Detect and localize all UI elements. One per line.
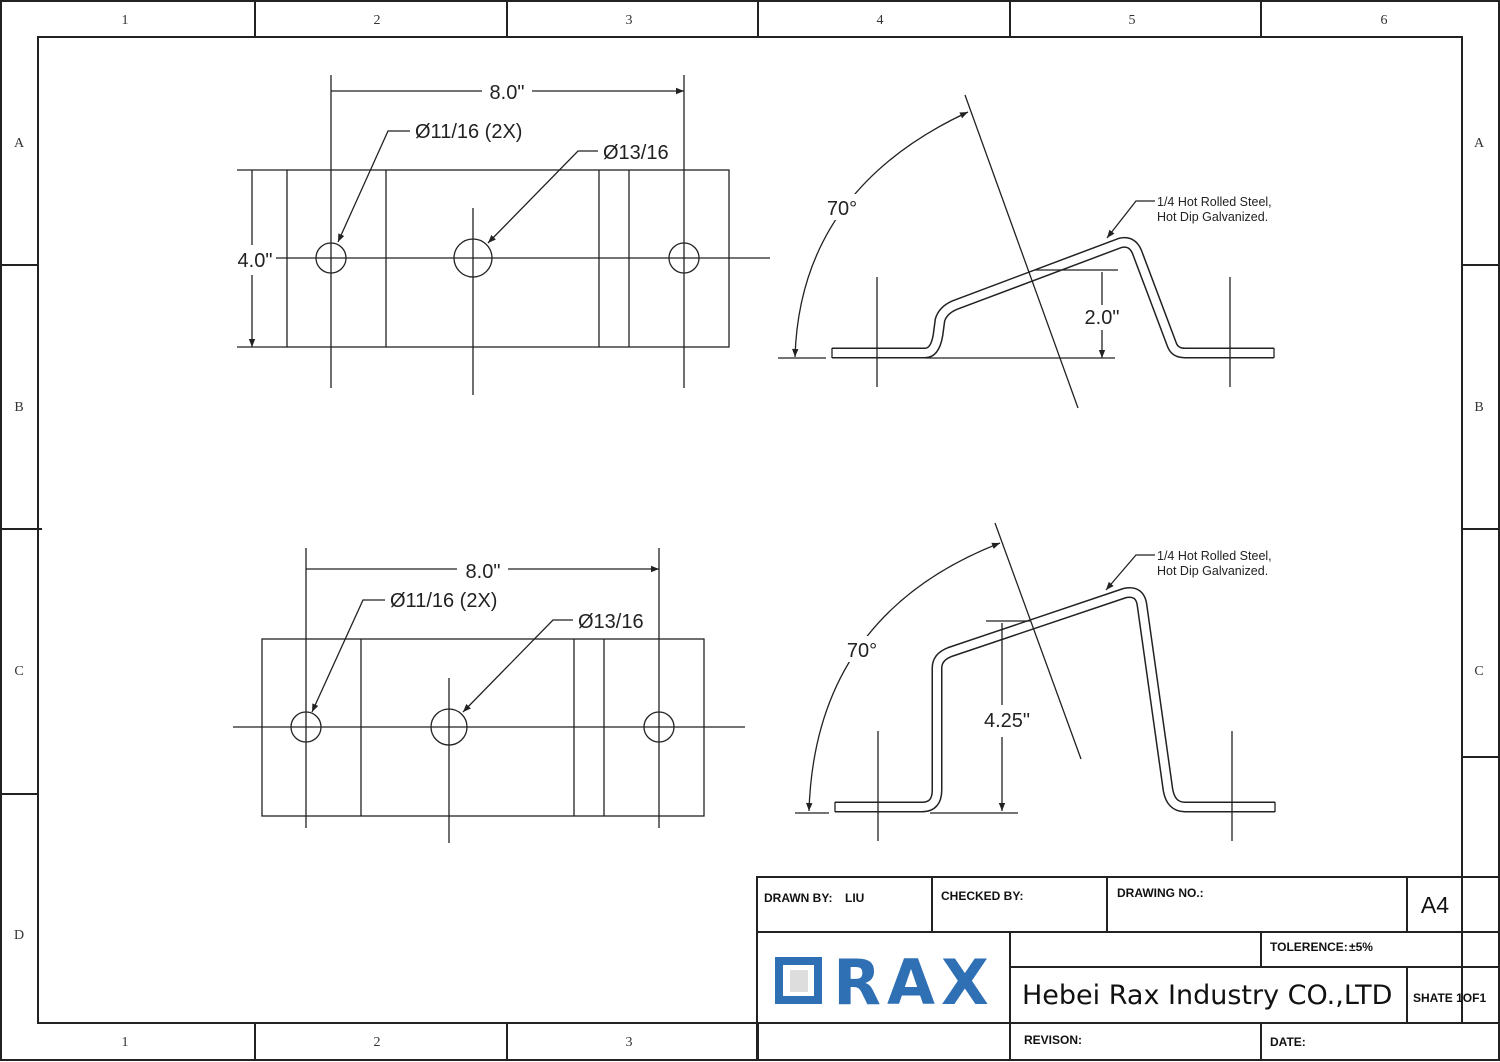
drawing-no-label: DRAWING NO.: [1117, 886, 1204, 900]
col-label: 6 [1381, 13, 1388, 28]
col-label: 1 [122, 1035, 129, 1050]
col-label: 3 [626, 1035, 633, 1050]
length-dimension: 8.0" [490, 82, 525, 104]
row-label: B [1474, 400, 1483, 415]
small-hole-callout: Ø11/16 (2X) [415, 121, 522, 143]
angle-dimension: 70° [847, 640, 877, 662]
row-label: C [1474, 664, 1483, 679]
rax-logo: RAX [775, 946, 995, 1019]
row-label: A [14, 136, 25, 151]
row-label: B [14, 400, 23, 415]
material-note: 1/4 Hot Rolled Steel, [1157, 549, 1272, 563]
title-block: DRAWN BY: LIU CHECKED BY: DRAWING NO.: A… [756, 876, 1500, 1061]
col-label: 3 [626, 13, 633, 28]
row-label: A [1474, 136, 1485, 151]
drawn-by-value: LIU [845, 891, 864, 905]
bottom-side-view: 4.25" 70° 1/4 Hot Rolled Steel, Hot Dip … [795, 522, 1276, 841]
length-dimension: 8.0" [466, 561, 501, 583]
date-label: DATE: [1270, 1035, 1306, 1049]
hole-small [290, 711, 322, 743]
large-hole-callout: Ø13/16 [603, 142, 669, 164]
col-label: 2 [374, 1035, 381, 1050]
top-side-view: 2.0" 70° 1/4 Hot Rolled Steel, Hot Dip G… [778, 94, 1275, 409]
col-label: 2 [374, 13, 381, 28]
material-note: Hot Dip Galvanized. [1157, 564, 1268, 578]
hole-small [643, 711, 675, 743]
hole-large [430, 708, 468, 746]
tolerance-value: ±5% [1349, 940, 1373, 954]
sheet-size: A4 [1421, 892, 1449, 918]
tolerance-label: TOLERENCE: [1270, 940, 1348, 954]
bottom-plan-view: 8.0" Ø11/16 (2X) Ø13/16 [233, 548, 745, 843]
grid-labels: 1 2 3 4 5 6 1 2 3 A B C D A B C [14, 13, 1485, 1050]
col-label: 1 [122, 13, 129, 28]
hole-small [668, 242, 700, 274]
material-note: Hot Dip Galvanized. [1157, 210, 1268, 224]
logo-text: RAX [833, 946, 995, 1019]
width-dimension: 4.0" [238, 250, 273, 272]
col-label: 4 [877, 13, 884, 28]
row-label: C [14, 664, 23, 679]
height-dimension: 4.25" [984, 710, 1030, 732]
col-label: 5 [1129, 13, 1136, 28]
sheet-number: SHATE 1OF1 [1413, 991, 1486, 1005]
checked-by-label: CHECKED BY: [941, 889, 1023, 903]
row-label: D [14, 928, 24, 943]
company-name: Hebei Rax Industry CO.,LTD [1022, 980, 1392, 1011]
large-hole-callout: Ø13/16 [578, 611, 644, 633]
revision-label: REVISON: [1024, 1033, 1082, 1047]
small-hole-callout: Ø11/16 (2X) [390, 590, 497, 612]
hole-small [315, 242, 347, 274]
top-plan-view: 8.0" 4.0" Ø11/16 (2X) Ø13/16 [234, 75, 770, 395]
height-dimension: 2.0" [1085, 307, 1120, 329]
hole-large [453, 238, 493, 278]
dimension-mask [234, 248, 276, 272]
drawn-by-label: DRAWN BY: [764, 891, 832, 905]
angle-dimension: 70° [827, 198, 857, 220]
material-note: 1/4 Hot Rolled Steel, [1157, 195, 1272, 209]
